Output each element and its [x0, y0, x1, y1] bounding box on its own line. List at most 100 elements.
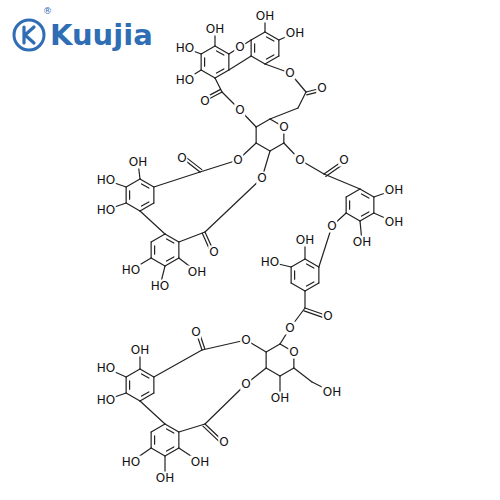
- bond-line: [291, 267, 292, 283]
- bond-line: [360, 213, 374, 221]
- bond-line: [140, 401, 165, 424]
- atom-label: OH: [128, 156, 148, 169]
- bond-line: [201, 70, 215, 78]
- bond-line: [256, 119, 270, 127]
- atom-label: OH: [270, 392, 290, 405]
- bond-line: [215, 70, 229, 78]
- atom-label: O: [322, 310, 333, 323]
- bond-line: [154, 350, 202, 377]
- atom-label: OH: [205, 23, 225, 36]
- bond-line: [126, 179, 140, 187]
- bond-line: [251, 40, 252, 56]
- bond-line: [179, 424, 205, 432]
- bond-line: [291, 259, 305, 267]
- atom-label: OH: [155, 472, 175, 485]
- bond-line: [346, 189, 360, 197]
- atom-label: HO: [96, 394, 116, 407]
- bond-line: [217, 69, 224, 73]
- atom-label: O: [208, 246, 219, 259]
- bond-line: [126, 393, 140, 401]
- bond-line: [167, 429, 174, 433]
- bond-line: [140, 203, 154, 211]
- atom-label: O: [190, 326, 201, 339]
- bond-line: [280, 368, 294, 376]
- bond-line: [266, 344, 280, 352]
- atom-label: O: [176, 152, 187, 165]
- atom-label: O: [218, 436, 229, 449]
- atom-label: HO: [96, 362, 116, 375]
- bond-line: [251, 56, 265, 64]
- atom-label: OH: [255, 10, 275, 23]
- atom-label: OH: [295, 234, 315, 247]
- registered-mark: ®: [43, 6, 52, 16]
- atom-label: O: [294, 154, 305, 167]
- atom-label: HO: [121, 264, 141, 277]
- bond-line: [126, 203, 140, 211]
- bond-line: [151, 242, 152, 258]
- bond-line: [251, 32, 265, 40]
- bond-line: [167, 257, 174, 261]
- atom-label: OH: [187, 266, 207, 279]
- bond-line: [217, 51, 224, 55]
- bond-line: [142, 392, 149, 396]
- bond-line: [178, 242, 179, 258]
- atom-label: OH: [285, 27, 305, 40]
- bond-line: [140, 179, 154, 187]
- atom-label: O: [232, 154, 243, 167]
- bond-line: [298, 92, 306, 108]
- atom-label: HO: [96, 174, 116, 187]
- bond-line: [151, 234, 165, 242]
- atom-label: O: [284, 67, 295, 80]
- logo-letter: [24, 27, 34, 43]
- atom-label: O: [278, 121, 289, 134]
- bond-line: [291, 283, 305, 291]
- bond-line: [265, 32, 279, 40]
- atom-label: O: [234, 41, 245, 54]
- bond-line: [265, 56, 279, 64]
- bond-line: [270, 108, 298, 119]
- bond-line: [294, 368, 312, 382]
- bond-line: [142, 374, 149, 378]
- bond-line: [278, 40, 279, 56]
- atom-label: O: [256, 172, 267, 185]
- atom-label: OH: [384, 216, 404, 229]
- bond-line: [349, 201, 350, 209]
- atom-label: O: [284, 322, 295, 335]
- bond-line: [201, 46, 215, 54]
- atom-label: O: [338, 154, 349, 167]
- atom-label: HO: [121, 456, 141, 469]
- bond-line: [294, 271, 295, 279]
- bond-line: [126, 377, 127, 393]
- bond-line: [318, 267, 319, 283]
- bond-line: [151, 448, 165, 456]
- bond-line: [165, 424, 179, 432]
- bond-line: [346, 213, 360, 221]
- atom-label: OH: [130, 344, 150, 357]
- bond-line: [205, 178, 262, 232]
- bond-line: [140, 211, 165, 234]
- logo-ring: [14, 20, 44, 50]
- logo-icon: [12, 18, 46, 52]
- logo-text: Kuujia: [50, 19, 153, 51]
- bond-line: [256, 127, 257, 143]
- atom-label: OH: [384, 184, 404, 197]
- bond-line: [266, 352, 267, 368]
- atom-label: HO: [96, 204, 116, 217]
- bond-line: [165, 258, 179, 266]
- bond-line: [270, 143, 284, 151]
- atom-label: O: [240, 378, 251, 391]
- bond-line: [165, 234, 179, 242]
- bond-line: [140, 393, 154, 401]
- bond-line: [324, 174, 360, 189]
- bond-line: [267, 37, 274, 41]
- bond-line: [178, 432, 179, 448]
- bond-line: [126, 187, 127, 203]
- bond-line: [362, 194, 369, 198]
- atom-label: O: [288, 346, 299, 359]
- bond-line: [154, 246, 155, 254]
- bond-line: [346, 197, 347, 213]
- bond-line: [307, 264, 314, 268]
- bond-line: [362, 212, 369, 216]
- bond-line: [360, 189, 374, 197]
- bond-line: [304, 291, 305, 308]
